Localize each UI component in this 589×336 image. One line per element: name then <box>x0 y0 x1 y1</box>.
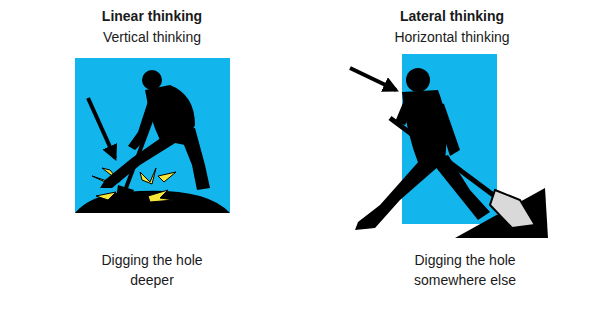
panel-heading: Lateral thinking <box>352 6 552 26</box>
panel-subheading: Vertical thinking <box>52 27 252 47</box>
panel-caption: Digging the hole deeper <box>87 250 217 290</box>
digger-deeper <box>75 58 230 213</box>
ground-mound <box>75 191 230 213</box>
pointer-arrow <box>88 98 115 158</box>
digger-silhouette <box>355 68 500 230</box>
digger-elsewhere <box>350 54 548 238</box>
blue-panel <box>75 58 230 213</box>
pointer-arrow <box>350 68 396 90</box>
panel-heading: Linear thinking <box>52 6 252 26</box>
panel-subheading: Horizontal thinking <box>352 27 552 47</box>
shovel-blade <box>490 190 535 228</box>
digger-silhouette <box>100 70 210 203</box>
panel-caption: Digging the hole somewhere else <box>400 250 530 290</box>
